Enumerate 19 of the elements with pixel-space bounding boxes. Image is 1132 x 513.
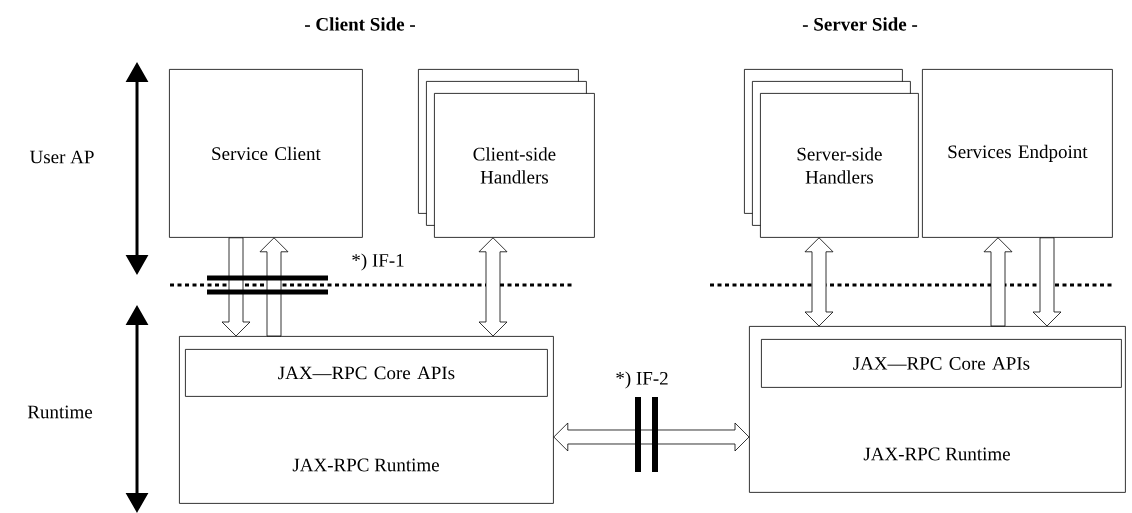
block-arrow <box>259 237 289 337</box>
layer-label: Runtime <box>27 405 93 419</box>
block-arrow <box>804 237 834 327</box>
side-heading: - Client Side - <box>305 17 415 31</box>
block-arrow <box>221 237 251 337</box>
block-arrow <box>553 422 750 452</box>
component-box: JAX—RPC Core APIs <box>761 339 1122 388</box>
block-arrow <box>1032 237 1062 327</box>
component-box: Services Endpoint <box>922 69 1113 238</box>
layer-label: User AP <box>29 150 94 164</box>
interface-label: *) IF-2 <box>616 371 668 389</box>
side-heading: - Server Side - <box>802 17 918 31</box>
block-arrow <box>478 237 508 337</box>
stacked-handler-boxes: Client-side Handlers <box>418 69 595 238</box>
component-box: Service Client <box>169 69 363 238</box>
stacked-handler-boxes: Server-side Handlers <box>744 69 919 238</box>
block-arrow <box>983 237 1013 327</box>
interface-label: *) IF-1 <box>352 253 404 271</box>
component-box: JAX—RPC Core APIs <box>185 349 548 397</box>
